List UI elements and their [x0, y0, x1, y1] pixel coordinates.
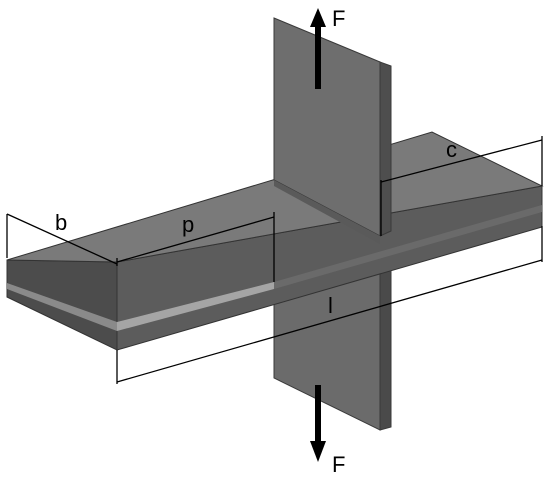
dimension-label-p: p: [182, 212, 194, 237]
dimension-l: [116, 226, 543, 384]
web-upper-edge: [379, 61, 392, 237]
force-arrow-up-icon: [310, 8, 326, 89]
web-lower-edge: [379, 252, 392, 431]
adhesive-layer-side-far: [274, 205, 542, 289]
adhesive-layer-side: [117, 282, 274, 331]
dimension-label-c: c: [446, 137, 457, 162]
dimension-p: [116, 212, 275, 282]
force-arrow-down-icon: [310, 385, 326, 462]
adhesive-layer-end: [7, 283, 117, 331]
dimension-label-l: l: [328, 293, 333, 318]
dimension-label-b: b: [55, 210, 67, 235]
web-base-shadow: [274, 180, 380, 244]
dimension-c: [380, 136, 543, 236]
force-label-top: F: [332, 6, 345, 31]
force-label-bottom: F: [332, 452, 345, 477]
